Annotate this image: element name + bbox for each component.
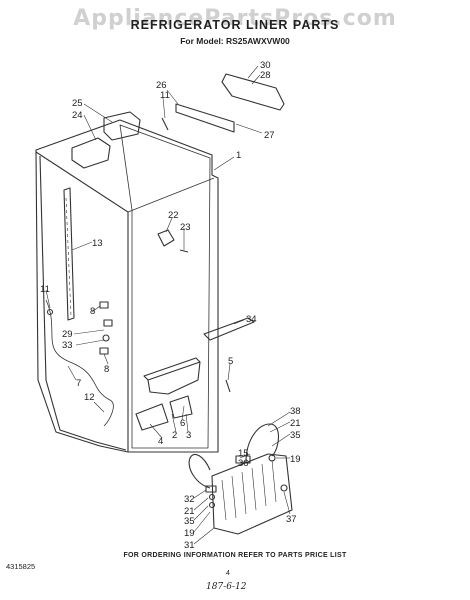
callout-11: 11 bbox=[160, 90, 170, 101]
watermark: AppliancePartsPros.com bbox=[73, 6, 397, 31]
callout-35: 35 bbox=[184, 516, 195, 527]
crisper-rail bbox=[143, 357, 201, 381]
callout-2: 2 bbox=[172, 430, 177, 441]
callout-23: 23 bbox=[180, 222, 191, 233]
liner-front-flange bbox=[39, 155, 127, 451]
callout-36: 36 bbox=[238, 458, 249, 469]
hinge-bracket bbox=[221, 73, 285, 111]
callout-22: 22 bbox=[168, 210, 179, 221]
callout-38: 38 bbox=[290, 406, 301, 417]
shelf-rail bbox=[63, 187, 75, 321]
callout-37: 37 bbox=[286, 514, 297, 525]
liner-outline bbox=[35, 119, 219, 453]
callout-12: 12 bbox=[84, 392, 95, 403]
document-number: 4315825 bbox=[6, 562, 36, 571]
callout-27: 27 bbox=[264, 130, 275, 141]
drain-trough bbox=[135, 403, 169, 431]
top-bracket bbox=[175, 103, 235, 133]
callout-5: 5 bbox=[228, 356, 233, 367]
callout-8: 8 bbox=[104, 364, 109, 375]
callout-35: 35 bbox=[290, 430, 301, 441]
callout-21: 21 bbox=[290, 418, 301, 429]
callout-15: 15 bbox=[238, 448, 249, 459]
callout-29: 29 bbox=[62, 329, 73, 340]
water-valve-assembly bbox=[211, 453, 293, 535]
support-bracket bbox=[157, 229, 175, 247]
callout-6: 6 bbox=[180, 418, 185, 429]
callout-33: 33 bbox=[62, 340, 73, 351]
ordering-note: FOR ORDERING INFORMATION REFER TO PARTS … bbox=[123, 552, 347, 559]
callout-31: 31 bbox=[184, 540, 195, 551]
callout-24: 24 bbox=[72, 110, 83, 121]
callout-4: 4 bbox=[158, 436, 163, 447]
callout-13: 13 bbox=[92, 238, 103, 249]
wiring-harness bbox=[45, 299, 114, 427]
control-housing bbox=[71, 137, 111, 169]
model-line: For Model: RS25AWXVW00 bbox=[180, 36, 290, 46]
water-tube-upper bbox=[245, 423, 280, 463]
callout-8: 8 bbox=[90, 306, 95, 317]
callout-19: 19 bbox=[184, 528, 195, 539]
page-number: 4 bbox=[226, 570, 230, 577]
callout-11: 11 bbox=[40, 284, 50, 295]
water-tube-lower bbox=[188, 453, 211, 489]
callout-19: 19 bbox=[290, 454, 301, 465]
handwritten-date: 187-6-12 bbox=[206, 582, 247, 592]
callout-34: 34 bbox=[246, 314, 257, 325]
callout-1: 1 bbox=[236, 150, 241, 161]
callout-32: 32 bbox=[184, 494, 195, 505]
callout-30: 30 bbox=[260, 60, 271, 71]
crisper-cover-rail bbox=[203, 317, 255, 341]
liner-inner-back bbox=[119, 124, 211, 449]
callout-7: 7 bbox=[76, 378, 81, 389]
callout-3: 3 bbox=[186, 430, 191, 441]
callout-21: 21 bbox=[184, 506, 195, 517]
callout-26: 26 bbox=[156, 80, 167, 91]
callout-25: 25 bbox=[72, 98, 83, 109]
diagram-title: REFRIGERATOR LINER PARTS bbox=[130, 18, 340, 32]
callout-28: 28 bbox=[260, 70, 271, 81]
